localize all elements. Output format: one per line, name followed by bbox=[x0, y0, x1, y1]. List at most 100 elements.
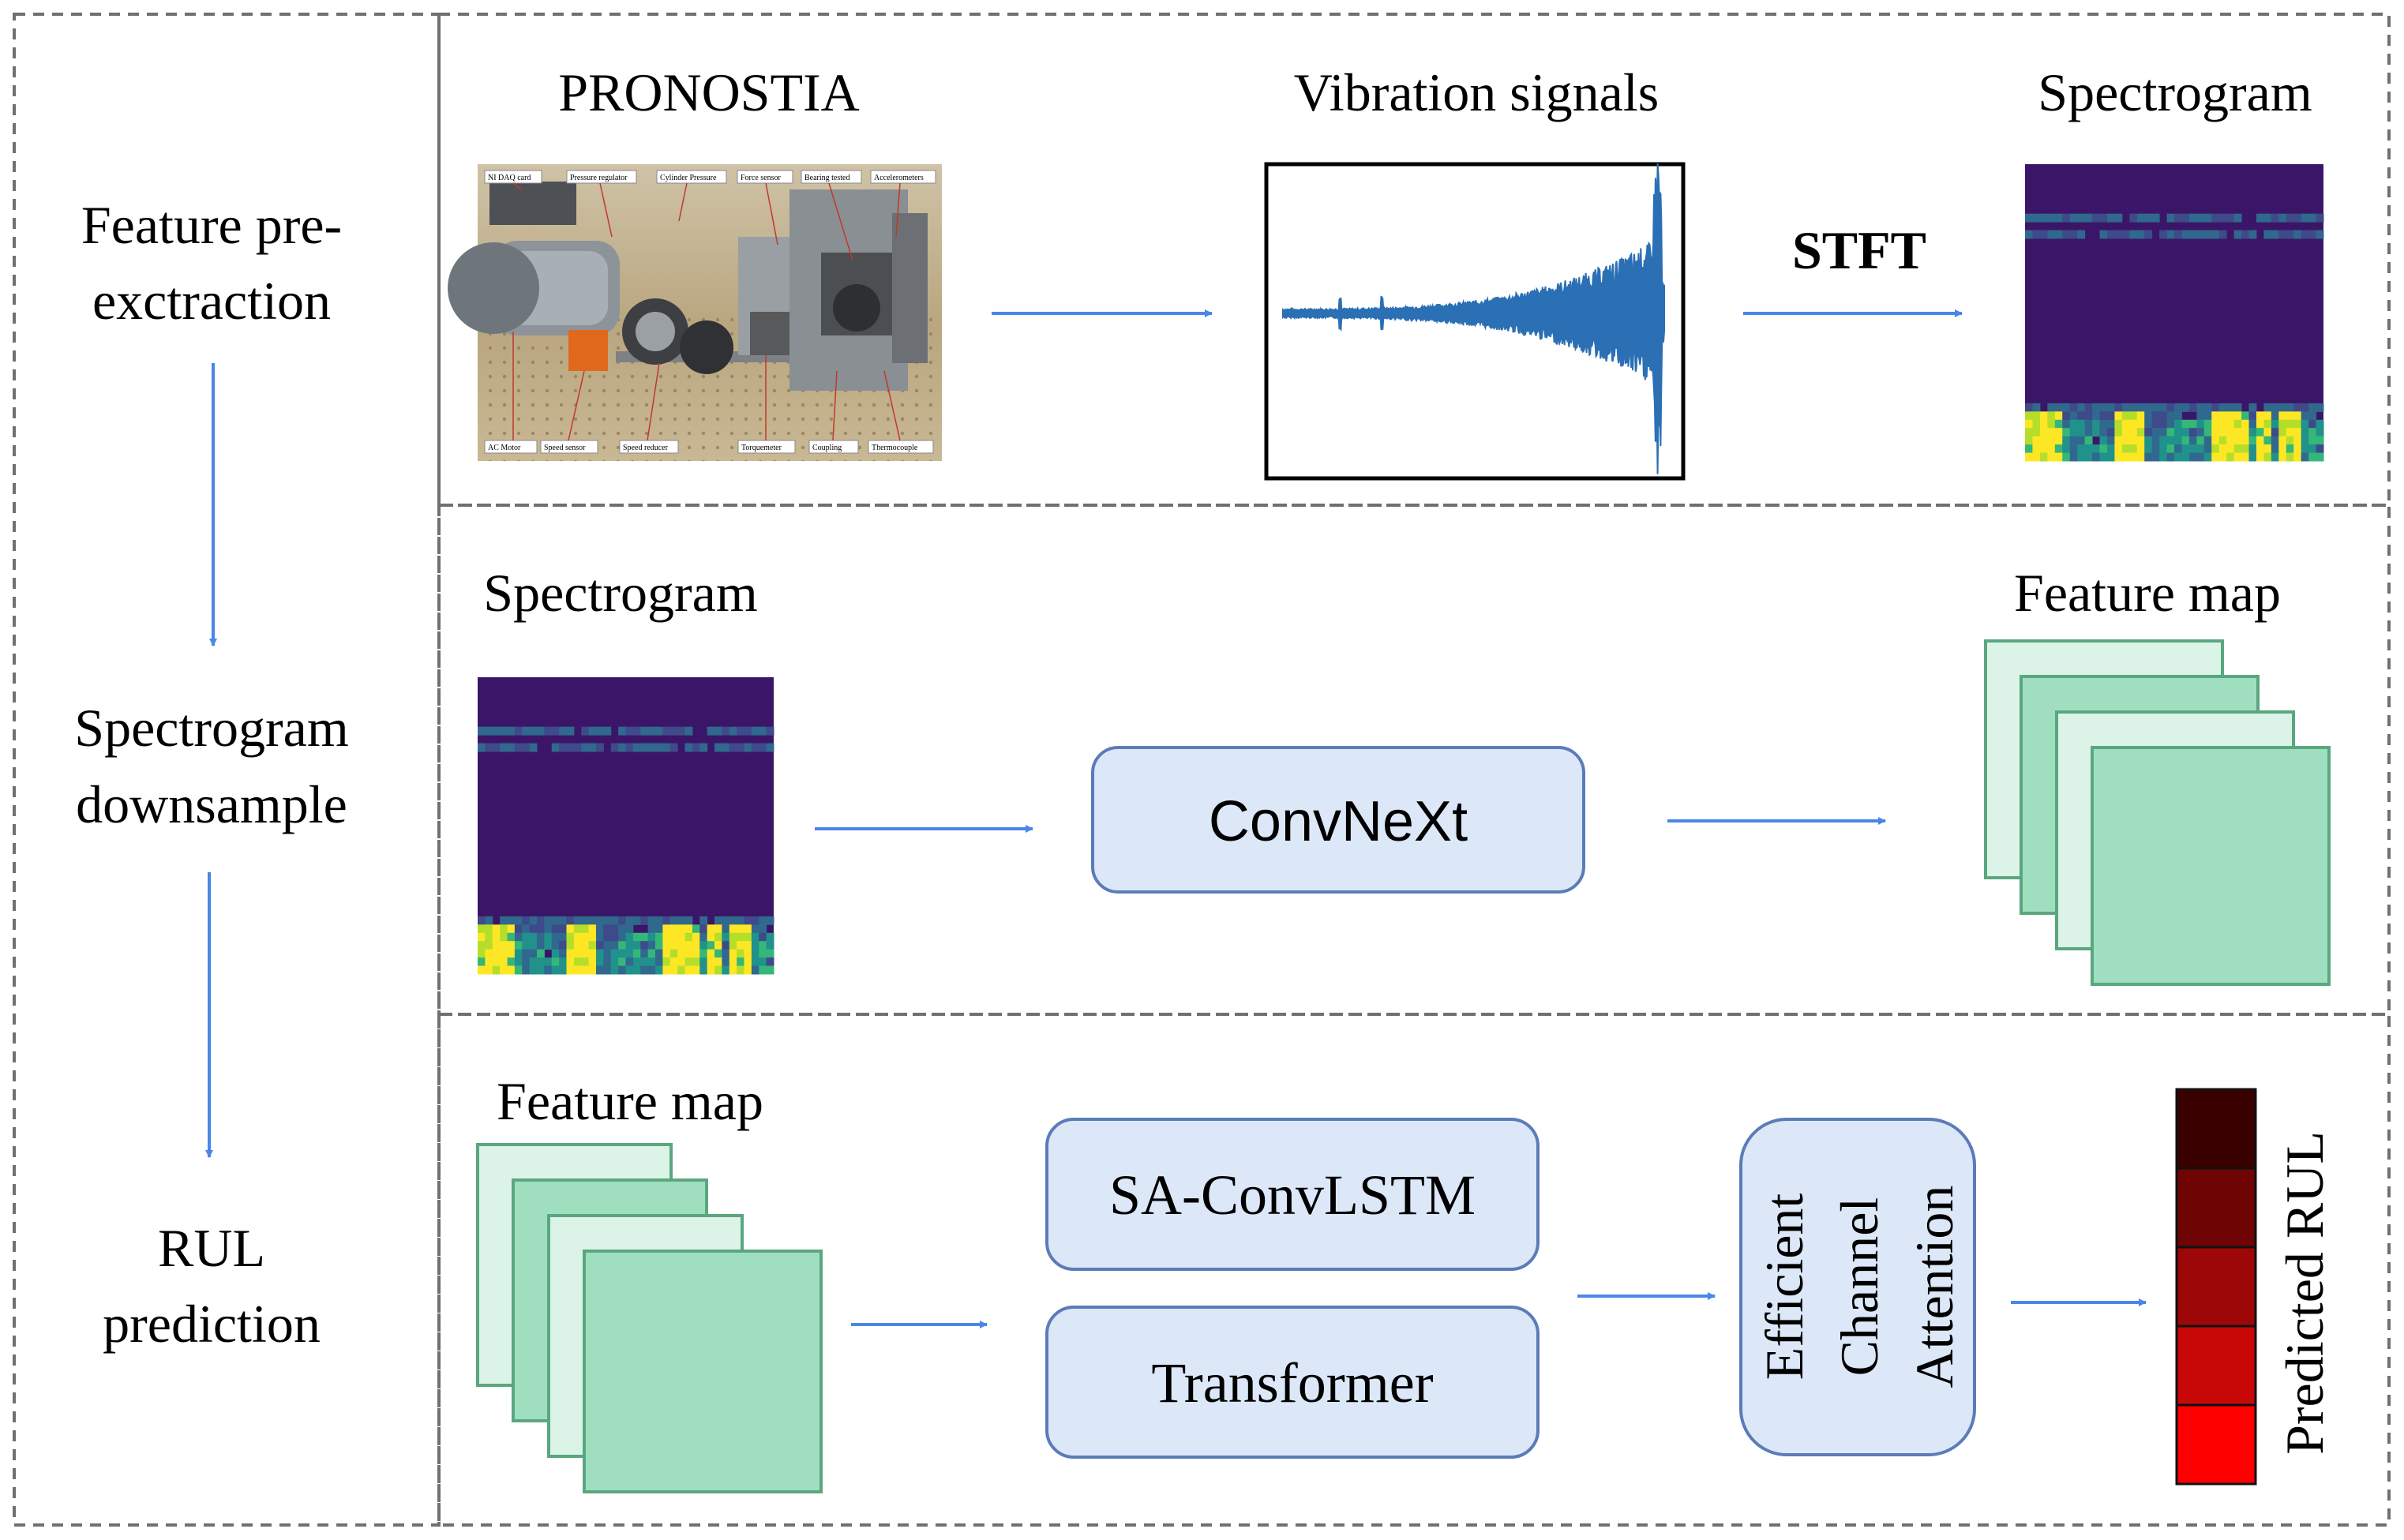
photo-label-speed-sensor: Speed sensor bbox=[544, 444, 586, 452]
spectrogram-cell bbox=[2301, 444, 2309, 454]
spectrogram-cell bbox=[618, 957, 627, 967]
spectrogram-cell bbox=[714, 957, 722, 967]
spectrogram-cell bbox=[2174, 411, 2182, 421]
spectrogram-cell bbox=[485, 941, 493, 950]
spectrogram-cell bbox=[2211, 411, 2220, 421]
spectrogram-cell bbox=[684, 924, 693, 934]
spectrogram-cell bbox=[2159, 411, 2168, 421]
spectrogram-cell bbox=[2203, 444, 2212, 454]
spectrogram-cell bbox=[596, 924, 604, 934]
spectrogram-cell bbox=[692, 932, 700, 942]
spectrogram-cell bbox=[2286, 411, 2294, 421]
feature-map-layer bbox=[583, 1250, 823, 1493]
spectrogram-cell bbox=[2286, 419, 2294, 429]
spectrogram-cell bbox=[2174, 428, 2182, 437]
eca-label: Efficient Channel Attention bbox=[1754, 1186, 1964, 1388]
spectrogram-cell bbox=[632, 726, 641, 736]
spectrogram-cell bbox=[2278, 213, 2287, 223]
spectrogram-cell bbox=[2286, 436, 2294, 445]
spectrogram-cell bbox=[2099, 452, 2108, 462]
spectrogram-cell bbox=[2069, 213, 2078, 223]
spectrogram-cell bbox=[2241, 428, 2249, 437]
spectrogram-cell bbox=[714, 949, 722, 958]
spectrogram-cell bbox=[2263, 403, 2272, 412]
spectrogram-cell bbox=[625, 743, 634, 752]
spectrogram-cell bbox=[478, 726, 486, 736]
spectrogram-cell bbox=[744, 957, 752, 967]
feature-map-stack-row3 bbox=[476, 1143, 823, 1493]
spectrogram-cell bbox=[2047, 428, 2056, 437]
spectrogram-cell bbox=[2293, 452, 2302, 462]
spectrogram-cell bbox=[2084, 419, 2093, 429]
vibration-waveform bbox=[1282, 163, 1665, 474]
spectrogram-cell bbox=[588, 916, 597, 925]
spectrogram-cell bbox=[2308, 403, 2317, 412]
spectrogram-cell bbox=[662, 743, 671, 752]
spectrogram-cell bbox=[632, 965, 641, 975]
spectrogram-cell bbox=[573, 949, 582, 958]
spectrogram-cell bbox=[751, 957, 759, 967]
spectrogram-cell bbox=[596, 916, 604, 925]
spectrogram-cell bbox=[2241, 452, 2249, 462]
spectrogram-cell bbox=[744, 924, 752, 934]
spectrogram-cell bbox=[2271, 419, 2279, 429]
spectrogram-cell bbox=[2233, 403, 2242, 412]
spectrogram-cell bbox=[559, 957, 568, 967]
spectrogram-cell bbox=[632, 743, 641, 752]
spectrogram-cell bbox=[625, 965, 634, 975]
row3-frame bbox=[437, 1013, 2391, 1527]
spectrogram-cell bbox=[2047, 411, 2056, 421]
spectrogram-cell bbox=[692, 941, 700, 950]
spectrogram-cell bbox=[2233, 452, 2242, 462]
spectrogram-cell bbox=[707, 965, 715, 975]
spectrogram-cell bbox=[551, 932, 560, 942]
spectrogram-cell bbox=[588, 949, 597, 958]
spectrogram-cell bbox=[551, 957, 560, 967]
spectrogram-cell bbox=[2114, 436, 2123, 445]
spectrogram-cell bbox=[2293, 444, 2302, 454]
spectrogram-cell bbox=[2226, 444, 2235, 454]
spectrogram-cell bbox=[2188, 419, 2197, 429]
spectrogram-cell bbox=[647, 965, 656, 975]
spectrogram-cell bbox=[2286, 452, 2294, 462]
spectrogram-cell bbox=[2159, 428, 2168, 437]
spectrogram-cell bbox=[2114, 428, 2123, 437]
spectrogram-cell bbox=[529, 932, 538, 942]
spectrogram-cell bbox=[2062, 411, 2071, 421]
spectrogram-cell bbox=[2025, 428, 2033, 437]
spectrogram-cell bbox=[722, 949, 730, 958]
spectrogram-cell bbox=[632, 932, 641, 942]
photo-label-ni-daq: NI DAQ card bbox=[488, 174, 531, 182]
spectrogram-cell bbox=[603, 726, 612, 736]
spectrogram-cell bbox=[655, 743, 663, 752]
spectrogram-cell bbox=[588, 743, 597, 752]
spectrogram-cell bbox=[573, 965, 582, 975]
spectrogram-cell bbox=[2196, 230, 2205, 239]
vibration-title: Vibration signals bbox=[1294, 62, 1659, 122]
spectrogram-cell bbox=[596, 726, 604, 736]
spectrogram-cell bbox=[596, 949, 604, 958]
spectrogram-cell bbox=[610, 924, 619, 934]
spectrogram-cell bbox=[2077, 403, 2086, 412]
spectrogram-cell bbox=[677, 965, 686, 975]
spectrogram-cell bbox=[2129, 230, 2138, 239]
spectrogram-cell bbox=[610, 965, 619, 975]
spectrogram-cell bbox=[2181, 230, 2190, 239]
spectrogram-cell bbox=[500, 916, 508, 925]
stage-panel-frame bbox=[13, 13, 441, 1527]
spectrogram-cell bbox=[2114, 411, 2123, 421]
spectrogram-cell bbox=[618, 941, 627, 950]
spectrogram-cell bbox=[2181, 428, 2190, 437]
spectrogram-cell bbox=[551, 949, 560, 958]
spectrogram-cell bbox=[544, 932, 553, 942]
spectrogram-cell bbox=[669, 743, 678, 752]
spectrogram-cell bbox=[722, 941, 730, 950]
spectrogram-cell bbox=[662, 941, 671, 950]
spectrogram-cell bbox=[2316, 403, 2324, 412]
spectrogram-cell bbox=[2271, 428, 2279, 437]
photo-label-bearing-tested: Bearing tested bbox=[804, 174, 849, 182]
stage-column: Feature pre- exctraction Spectrogram dow… bbox=[74, 195, 348, 1354]
spectrogram-cell bbox=[766, 743, 774, 752]
spectrogram-cell bbox=[492, 949, 501, 958]
spectrogram-cell bbox=[2039, 419, 2048, 429]
